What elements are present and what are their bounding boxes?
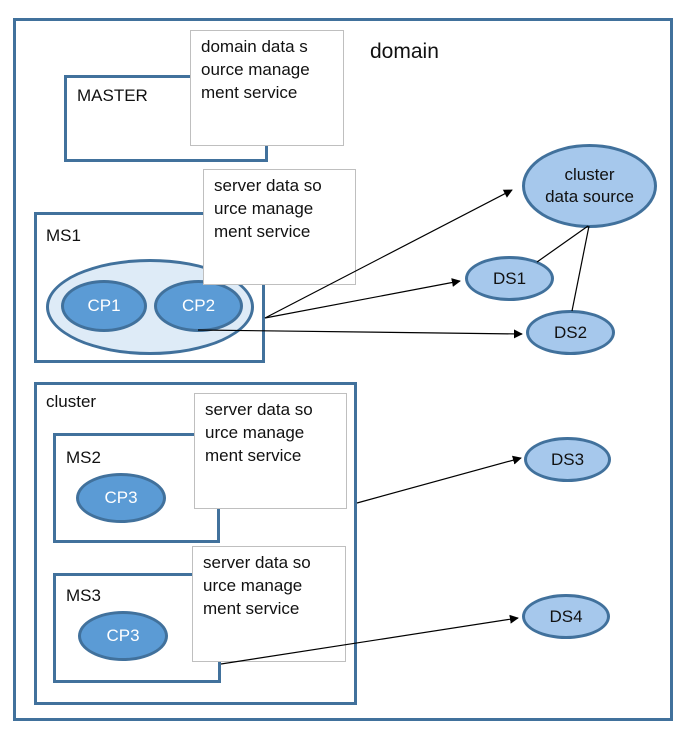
arrow-cp2-to-ds2	[197, 329, 523, 339]
ds1-node: DS1	[465, 256, 554, 301]
ds3-node: DS3	[524, 437, 611, 482]
arrow-cp2-to-cluster-data-source	[264, 189, 513, 319]
ms2-cp3-node: CP3	[76, 473, 166, 523]
link-ds2-to-cluster-data-source	[571, 225, 590, 312]
ms3-cp3-node: CP3	[78, 611, 168, 661]
arrow-cluster-to-ds3	[356, 455, 522, 504]
arrow-ms3-to-ds4	[220, 614, 519, 665]
ms2-label: MS2	[66, 448, 101, 467]
cluster-data-source-node: cluster data source	[522, 144, 657, 228]
cluster-label: cluster	[46, 392, 97, 411]
ms3-note: server data so urce manage ment service	[192, 546, 346, 662]
cp1-node: CP1	[61, 280, 147, 332]
ms1-note: server data so urce manage ment service	[203, 169, 356, 285]
arrow-cp2-to-ds1	[264, 278, 461, 319]
ms2-note: server data so urce manage ment service	[194, 393, 347, 509]
link-ds1-to-cluster-data-source	[536, 225, 589, 263]
domain-label: domain	[370, 40, 439, 63]
ds4-node: DS4	[522, 594, 610, 639]
ms3-label: MS3	[66, 586, 101, 605]
ds2-node: DS2	[526, 310, 615, 355]
master-note: domain data s ource manage ment service	[190, 30, 344, 146]
ms1-label: MS1	[46, 226, 81, 245]
master-label: MASTER	[77, 86, 148, 105]
